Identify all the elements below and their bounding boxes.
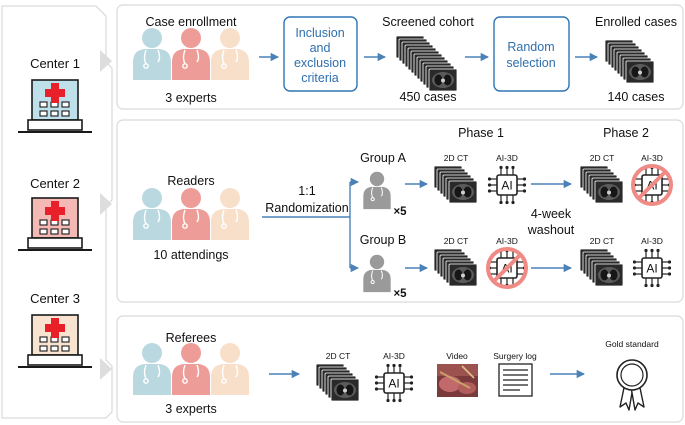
award-ribbon-icon xyxy=(616,359,648,411)
reading-panel xyxy=(116,119,684,303)
hospital-icon-center-1 xyxy=(17,79,93,133)
criteria-line-3: exclusion xyxy=(294,56,346,70)
case-enrollment-title: Case enrollment xyxy=(145,15,237,29)
expert-group-icon xyxy=(132,27,250,81)
readers-group-icon xyxy=(132,187,250,241)
center-1-label: Center 1 xyxy=(30,56,80,71)
surgery-log-label: Surgery log xyxy=(493,351,537,361)
svg-text:AI: AI xyxy=(646,262,657,276)
gold-standard-label: Gold standard xyxy=(605,339,659,349)
ref-ai-label: AI-3D xyxy=(383,351,405,361)
a-phase1-ct-label: 2D CT xyxy=(444,153,469,163)
a-phase1-ai-chip-icon: AI xyxy=(487,165,527,205)
group-b-label: Group B xyxy=(360,233,407,247)
b-phase1-ai-label: AI-3D xyxy=(496,236,518,246)
enrolled-count: 140 cases xyxy=(608,90,665,104)
washout-line-2: washout xyxy=(527,223,575,237)
referees-experts-label: 3 experts xyxy=(165,402,216,416)
criteria-line-2: and xyxy=(310,41,331,55)
center-2-label: Center 2 xyxy=(30,176,80,191)
ref-ai-chip-icon: AI xyxy=(374,363,414,403)
hospital-icon-center-3 xyxy=(17,314,93,368)
b-phase2-ct-label: 2D CT xyxy=(590,236,615,246)
randomization-split-arrow xyxy=(262,177,360,273)
ratio-label: 1:1 xyxy=(298,184,315,198)
video-label: Video xyxy=(446,351,468,361)
phase-1-title: Phase 1 xyxy=(458,126,504,140)
center-3-label: Center 3 xyxy=(30,291,80,306)
a-phase2-ct-label: 2D CT xyxy=(590,153,615,163)
surgery-log-document-icon xyxy=(498,363,533,397)
ref-ct-label: 2D CT xyxy=(326,351,351,361)
referees-title: Referees xyxy=(166,331,217,345)
b-phase2-ai-chip-icon: AI xyxy=(632,248,672,288)
criteria-box xyxy=(283,16,358,92)
b-phase2-ai-label: AI-3D xyxy=(641,236,663,246)
readers-count: 10 attendings xyxy=(153,248,228,262)
criteria-line-4: criteria xyxy=(301,71,339,85)
phase-2-title: Phase 2 xyxy=(603,126,649,140)
a-phase2-ai-banned-icon: AI xyxy=(631,164,673,206)
svg-text:AI: AI xyxy=(388,377,399,391)
enrollment-experts-label: 3 experts xyxy=(165,91,216,105)
criteria-line-1: Inclusion xyxy=(295,26,344,40)
hospital-icon-center-2 xyxy=(17,197,93,251)
screened-count: 450 cases xyxy=(400,90,457,104)
b-phase1-ai-banned-icon: AI xyxy=(486,247,528,289)
referees-group-icon xyxy=(132,342,250,396)
b-phase1-ct-label: 2D CT xyxy=(444,236,469,246)
random-line-2: selection xyxy=(506,56,555,70)
enrolled-cases-title: Enrolled cases xyxy=(595,15,677,29)
group-a-label: Group A xyxy=(360,151,407,165)
surgery-video-thumbnail xyxy=(437,364,478,397)
group-b-multiplier: ×5 xyxy=(393,288,407,300)
screened-cohort-title: Screened cohort xyxy=(382,15,474,29)
svg-text:AI: AI xyxy=(501,179,512,193)
random-line-1: Random xyxy=(507,40,554,54)
washout-line-1: 4-week xyxy=(531,207,572,221)
readers-title: Readers xyxy=(167,174,214,188)
group-a-multiplier: ×5 xyxy=(393,206,407,218)
random-selection-box xyxy=(493,16,570,92)
randomization-label: Randomization xyxy=(265,201,348,215)
a-phase2-ai-label: AI-3D xyxy=(641,153,663,163)
a-phase1-ai-label: AI-3D xyxy=(496,153,518,163)
